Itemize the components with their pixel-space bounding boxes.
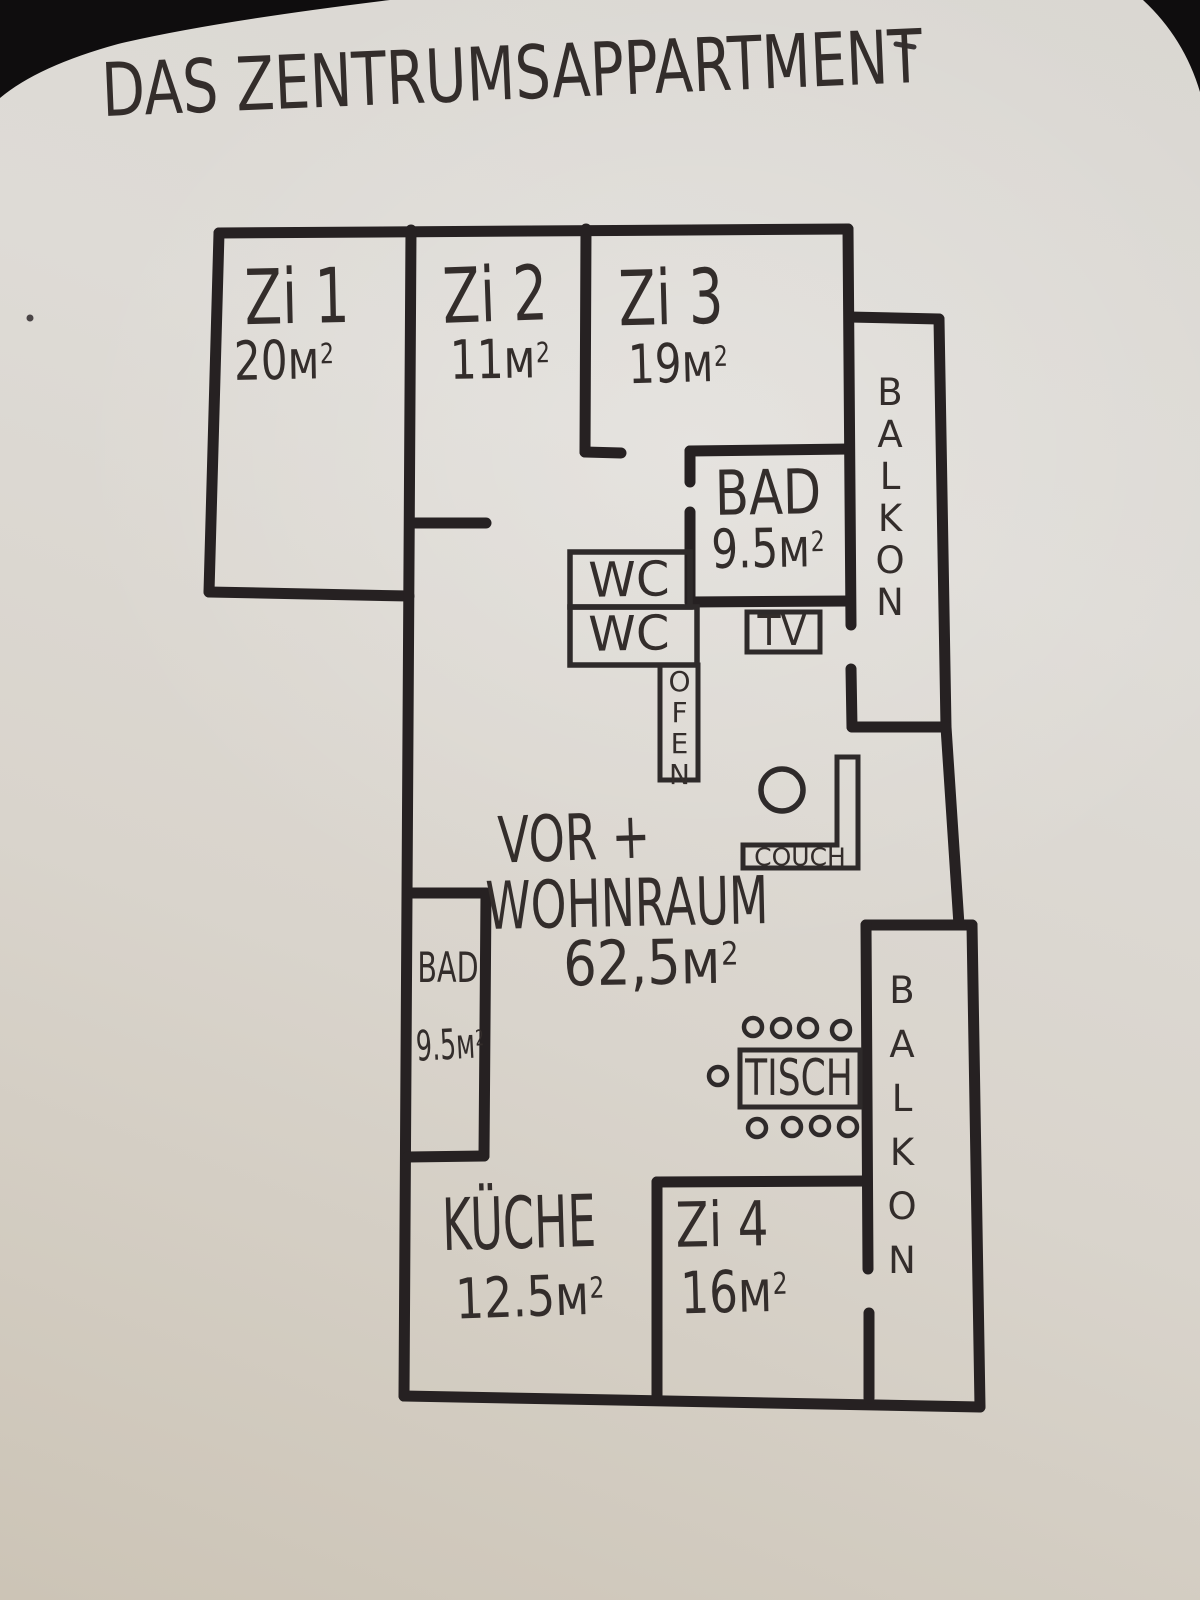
wohnraum-name-line1: VOR +	[496, 799, 652, 879]
room-zi4-area: 16м2	[679, 1257, 789, 1327]
balkon-upper-label: BALKON	[875, 371, 905, 624]
stray-mark	[26, 314, 34, 322]
tv-label: TV	[757, 606, 807, 655]
ofen-label: OFEN	[668, 665, 691, 791]
area-superscript: 2	[772, 1267, 789, 1303]
wall-zi2-zi3-divider	[579, 223, 592, 458]
wall-bad-lower-bottom	[402, 1150, 490, 1163]
chair-dot	[745, 1116, 769, 1140]
wohnraum-area: 62,5м2	[563, 925, 739, 1001]
wall-main-left	[398, 224, 417, 1402]
room-wc-upper-label: WC	[588, 551, 670, 609]
room-kueche-area: 12.5м2	[454, 1263, 605, 1333]
wall-bad-upper-north	[684, 443, 855, 457]
wall-outer-right-upper	[842, 223, 857, 631]
page-title: DAS ZENTRUMSAPPARTMENT	[99, 13, 925, 135]
wall-outer-top	[213, 223, 854, 239]
area-value: 19м	[627, 331, 715, 397]
room-kueche-name: KÜCHE	[441, 1178, 597, 1268]
wall-bad-upper-south	[684, 595, 856, 608]
room-zi2-name: Zi 2	[441, 248, 549, 341]
area-value: 16м	[679, 1257, 773, 1328]
photo-corner-shadow-top-right	[1143, 0, 1200, 92]
area-superscript: 2	[474, 1026, 485, 1052]
chair-dots	[706, 1015, 860, 1140]
stray-mark	[893, 41, 917, 50]
balkon-lower-label: BALKON	[887, 969, 917, 1282]
area-superscript: 2	[588, 1270, 605, 1305]
wall-zi1-left	[203, 227, 225, 598]
chair-dot	[808, 1114, 832, 1138]
wall-zi4-top	[651, 1175, 872, 1188]
area-value: 12.5м	[454, 1262, 591, 1333]
wall-bad-lower-right	[478, 887, 492, 1162]
area-superscript: 2	[720, 934, 739, 974]
room-zi3-area: 19м2	[627, 331, 729, 396]
area-superscript: 2	[535, 335, 551, 369]
room-zi1-area: 20м2	[233, 328, 335, 392]
wall-outer-right-lower	[845, 663, 858, 733]
chair-dot	[780, 1115, 804, 1139]
chair-dot	[796, 1016, 820, 1040]
tisch-box	[737, 1047, 863, 1110]
tv-box	[744, 609, 823, 655]
area-superscript: 2	[319, 336, 335, 370]
area-superscript: 2	[713, 339, 729, 373]
wall-balkon-lower-left-a	[860, 919, 874, 1275]
room-zi1-name: Zi 1	[243, 250, 351, 343]
ofen-box	[657, 662, 701, 783]
room-zi4-name: Zi 4	[675, 1187, 769, 1262]
chair-dot	[706, 1064, 730, 1088]
chair-dot	[836, 1115, 860, 1139]
wall-balkon-lower-right	[966, 919, 986, 1413]
area-value: 9.5м	[710, 516, 811, 581]
chair-dot	[741, 1015, 765, 1039]
area-value: 62,5м	[562, 924, 722, 1001]
wall-balkon-upper-top	[843, 311, 945, 325]
room-zi2-area: 11м2	[449, 327, 551, 391]
room-bad-upper-area: 9.5м2	[711, 516, 825, 581]
chair-dot	[769, 1016, 793, 1040]
area-value: 20м	[233, 328, 320, 393]
side-table-circle	[758, 766, 806, 814]
area-value: 11м	[449, 327, 536, 392]
photo-corner-shadow-top-left	[0, 0, 390, 98]
room-bad-lower-area: 9.5м2	[414, 1018, 485, 1071]
wall-outer-bottom	[398, 1390, 986, 1413]
wall-zi3-door-stub	[579, 446, 627, 459]
wall-zi1-bottom	[203, 586, 415, 602]
room-bad-lower-name: BAD	[417, 943, 479, 992]
chair-dot	[829, 1018, 853, 1042]
couch-label: COUCH	[754, 842, 846, 872]
area-superscript: 2	[810, 524, 825, 558]
room-wc-lower-label: WC	[588, 605, 670, 663]
wc-lower-box	[567, 604, 700, 668]
couch-outline	[740, 754, 861, 871]
tisch-label: TISCH	[745, 1049, 853, 1107]
room-zi3-name: Zi 3	[617, 251, 725, 344]
area-value: 9.5м	[414, 1018, 477, 1071]
